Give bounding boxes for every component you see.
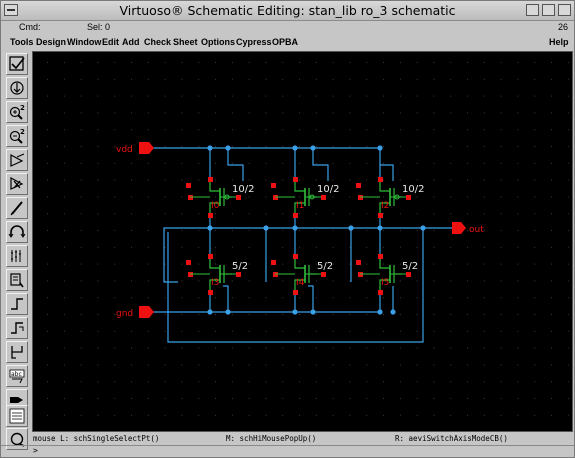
menu-edit[interactable]: Edit [102,37,119,47]
selection-count: Sel: 0 [87,22,111,32]
svg-text:abc: abc [11,371,22,378]
zoom-in-icon[interactable]: 2 [6,101,28,123]
wire-junction [310,145,316,151]
nmos-size-0: 5/2 [232,261,248,272]
nmos-instance-2: I5 [381,278,389,288]
pmos-transistor-1[interactable]: 10/2I1 [271,177,339,218]
wire-junction [207,225,213,231]
nmos-instance-1: I4 [296,278,305,288]
wire-junction [390,309,396,315]
vdd-pin[interactable]: vdd [116,142,154,155]
tool-palette: 2 2 abc [4,51,29,450]
wire-junction [310,309,316,315]
menu-options[interactable]: Options [201,37,235,47]
close-icon[interactable] [558,4,571,16]
wire-junction [225,309,231,315]
pmos-size-2: 10/2 [402,184,424,195]
zoom-in-badge: 2 [20,104,25,112]
nmos-instance-0: I3 [211,278,219,288]
menu-add[interactable]: Add [122,37,140,47]
title-bar[interactable]: Virtuoso® Schematic Editing: stan_lib ro… [1,1,574,21]
out-pin-label: out [469,225,484,235]
wire-junction [377,309,383,315]
prompt-symbol: > [33,446,38,455]
menu-sheet[interactable]: Sheet [173,37,198,47]
zoom-out-badge: 2 [20,128,25,136]
pmos-size-1: 10/2 [317,184,339,195]
window-menu-icon[interactable] [4,4,18,16]
schematic-icon[interactable] [6,405,28,427]
wire-junction [377,225,383,231]
nmos-size-1: 5/2 [317,261,333,272]
maximize-icon[interactable] [542,4,555,16]
label-icon[interactable]: abc [6,365,28,387]
wire-junction [207,309,213,315]
pmos-instance-0: I0 [211,201,220,211]
stretch-icon[interactable] [6,149,28,171]
wires [153,147,453,343]
nmos-transistor-1[interactable]: 5/2I4 [271,254,333,295]
wire-junction [348,225,354,231]
mouse-left-binding: mouse L: schSingleSelectPt() [33,434,160,443]
mouse-right-binding: R: aeviSwitchAxisModeCB() [395,434,508,443]
gnd-pin[interactable]: gnd [116,306,154,319]
wire-junction [292,309,298,315]
wire-icon[interactable] [6,293,28,315]
instance-icon[interactable] [6,269,28,291]
menu-check[interactable]: Check [144,37,172,47]
grid-dots [47,62,569,416]
wire-junction [263,225,269,231]
vdd-pin-label: vdd [116,145,133,155]
nmos-transistor-2[interactable]: 5/2I5 [356,254,418,295]
wire-junction [377,145,383,151]
wire-name-icon[interactable] [6,317,28,339]
wire-junction [292,145,298,151]
pmos-instance-1: I1 [296,201,304,211]
check-icon[interactable] [6,53,28,75]
pin-icon[interactable] [6,341,28,363]
command-number: 26 [557,22,568,32]
mouse-status-bar: mouse L: schSingleSelectPt() M: schHiMou… [1,433,574,445]
out-pin[interactable]: out [452,222,484,235]
property-icon[interactable] [6,245,28,267]
wire-junction [292,225,298,231]
gnd-pin-label: gnd [116,309,133,319]
wire-junctions [207,145,426,315]
pmos-size-0: 10/2 [232,184,254,195]
command-prompt[interactable]: > [1,445,574,458]
menu-opba[interactable]: OPBA [272,37,299,47]
pmos-transistor-0[interactable]: 10/2I0 [186,177,254,218]
menu-design[interactable]: Design [36,37,67,47]
nmos-transistor-0[interactable]: 5/2I3 [186,254,248,295]
menu-window[interactable]: Window [67,37,102,47]
copy-icon[interactable] [6,173,28,195]
pmos-transistor-2[interactable]: 10/2I2 [356,177,424,218]
menu-cypress[interactable]: Cypress [236,37,272,47]
wire-junction [207,145,213,151]
mouse-middle-binding: M: schHiMousePopUp() [226,434,317,443]
status-row: Cmd: Sel: 0 26 [1,21,574,35]
wire-junction [225,145,231,151]
delete-icon[interactable] [6,197,28,219]
menu-tools[interactable]: Tools [10,37,34,47]
command-label: Cmd: [19,22,41,32]
nmos-size-2: 5/2 [402,261,418,272]
save-icon[interactable] [6,77,28,99]
window-title: Virtuoso® Schematic Editing: stan_lib ro… [119,3,456,18]
minimize-icon[interactable] [526,4,539,16]
undo-icon[interactable] [6,221,28,243]
zoom-out-icon[interactable]: 2 [6,125,28,147]
menu-help[interactable]: Help [549,37,569,47]
wire-junction [420,225,426,231]
menu-bar: Tools Design Window Edit Add Check Sheet… [1,36,574,50]
pmos-instance-2: I2 [381,201,389,211]
